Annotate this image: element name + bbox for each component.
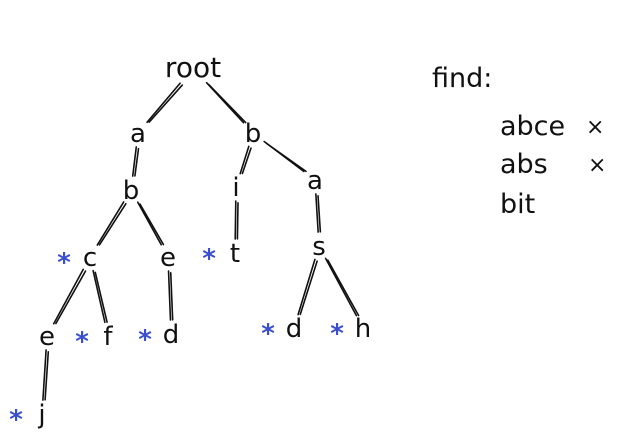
edge-n_a-n_ab <box>131 146 140 177</box>
trie-node-n_a: a <box>130 119 146 149</box>
trie-node-n_bi: i <box>232 173 239 203</box>
word-end-mark-n_bit: * <box>202 244 216 274</box>
edge-n_b-n_ba <box>263 140 307 173</box>
trie-node-n_bit: t <box>230 239 240 269</box>
word-end-mark-n_abcej: * <box>9 405 23 435</box>
query-abce: abce <box>500 111 565 142</box>
query-abce-fail-mark: × <box>586 115 604 140</box>
word-end-mark-n_abc: * <box>57 248 71 278</box>
edge-n_b-n_bi <box>239 145 252 175</box>
edge-n_ab-n_abc <box>96 201 127 246</box>
word-end-mark-n_basd: * <box>261 319 275 349</box>
edge-n_abce-n_abcej <box>42 349 50 401</box>
trie-node-root: root <box>165 51 221 84</box>
edge-n_bas-n_bash <box>324 257 360 317</box>
trie-node-n_ab: b <box>123 176 140 206</box>
trie-node-n_abed: d <box>163 320 180 350</box>
trie-node-n_abc: c <box>83 243 97 273</box>
trie-node-n_abce: e <box>39 322 55 352</box>
query-abs: abs <box>500 149 548 180</box>
trie-node-n_b: b <box>245 119 262 149</box>
query-abs-fail-mark: × <box>588 153 606 178</box>
edge-root-n_a <box>146 82 184 124</box>
word-end-mark-n_abed: * <box>138 325 152 355</box>
trie-node-n_ba: a <box>307 166 323 196</box>
find-panel: find: abce × abs × bit <box>432 63 606 220</box>
trie-node-n_abe: e <box>160 243 176 273</box>
word-end-mark-n_abcf: * <box>75 327 89 357</box>
trie-node-n_bas: s <box>312 232 326 262</box>
trie-edges <box>42 81 360 401</box>
trie-node-n_abcf: f <box>103 322 113 352</box>
edge-n_bas-n_basd <box>297 258 318 316</box>
trie-node-n_abcej: j <box>37 400 45 430</box>
trie-node-n_basd: d <box>286 314 303 344</box>
edge-n_abe-n_abed <box>167 270 174 321</box>
edge-n_abc-n_abcf <box>92 269 108 324</box>
query-bit: bit <box>500 189 535 220</box>
edge-n_ab-n_abe <box>136 201 165 246</box>
find-title: find: <box>432 63 492 94</box>
edge-n_abc-n_abce <box>52 268 87 325</box>
edge-root-n_b <box>205 81 247 124</box>
edge-n_bi-n_bit <box>234 200 239 240</box>
edge-n_ba-n_bas <box>315 193 322 233</box>
word-end-mark-n_bash: * <box>330 319 344 349</box>
trie-node-n_bash: h <box>355 314 371 344</box>
